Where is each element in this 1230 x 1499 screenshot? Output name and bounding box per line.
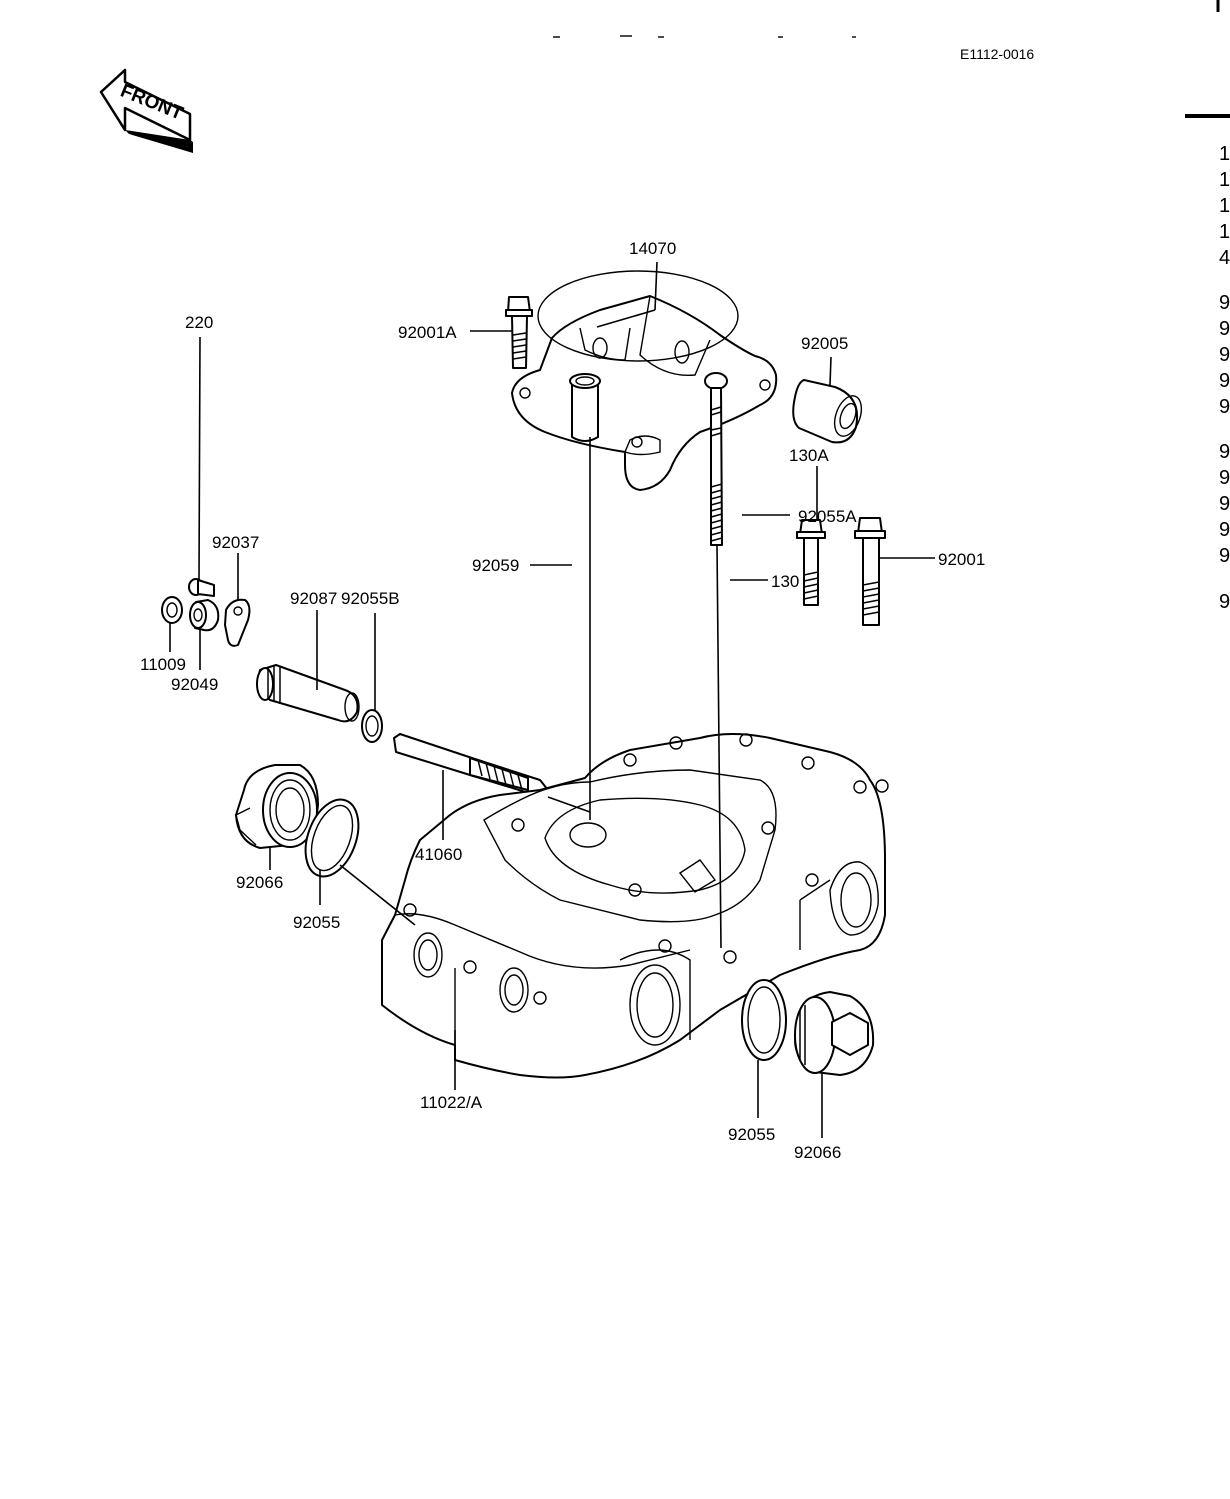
callout-92066-left: 92066 [236, 873, 283, 892]
margin-item: 9 [1219, 493, 1230, 515]
part-92055-oring-left [304, 798, 360, 878]
callout-130: 130 [771, 572, 799, 591]
margin-item: 9 [1219, 591, 1230, 613]
callout-92055-left: 92055 [293, 913, 340, 932]
part-92005-dowel [792, 379, 863, 444]
part-92055B-oring [361, 709, 383, 743]
callout-92037: 92037 [212, 533, 259, 552]
part-92055A-oring [537, 270, 739, 362]
margin-item: 9 [1219, 545, 1230, 567]
part-92055-oring-right [741, 979, 787, 1061]
callout-92055A: 92055A [798, 507, 857, 526]
margin-item: 1 [1219, 143, 1230, 165]
margin-item: 9 [1219, 467, 1230, 489]
document-code: E1112-0016 [960, 46, 1034, 62]
part-11022A-body [381, 733, 889, 1079]
callout-92005: 92005 [801, 334, 848, 353]
callout-92066-right: 92066 [794, 1143, 841, 1162]
front-arrow-icon: FRONT [99, 68, 193, 153]
margin-item: 9 [1219, 344, 1230, 366]
part-92001-bolt [854, 517, 886, 626]
margin-item: 9 [1219, 519, 1230, 541]
margin-item: 9 [1219, 396, 1230, 418]
margin-item: 4 [1219, 247, 1230, 269]
callout-92049: 92049 [171, 675, 218, 694]
part-92066-plug-right [794, 991, 875, 1076]
part-130-stud [704, 372, 728, 546]
part-92001A-bolt [505, 296, 533, 369]
margin-item: 9 [1219, 441, 1230, 463]
leader-lines [169, 261, 935, 1138]
part-92087-sleeve [256, 664, 360, 723]
margin-column: 1 1 1 1 4 9 9 9 9 9 9 9 9 9 9 9 [1219, 143, 1230, 613]
callout-92059: 92059 [472, 556, 519, 575]
margin-item: 1 [1219, 221, 1230, 243]
callout-11022A: 11022/A [420, 1093, 483, 1112]
part-92049-bush [189, 599, 220, 632]
margin-item: 9 [1219, 292, 1230, 314]
callout-41060: 41060 [415, 845, 462, 864]
callout-92001: 92001 [938, 550, 985, 569]
part-220-screw [188, 578, 215, 597]
callout-92087: 92087 [290, 589, 337, 608]
margin-item: 9 [1219, 370, 1230, 392]
margin-item: 9 [1219, 318, 1230, 340]
callout-92055-right: 92055 [728, 1125, 775, 1144]
callout-130A: 130A [789, 446, 829, 465]
scan-marks [553, 0, 1230, 118]
callout-labels: 14070 92001A 92005 92055A 220 92037 9208… [140, 239, 985, 1162]
part-92066-plug-left [235, 764, 319, 849]
callout-92055B: 92055B [341, 589, 400, 608]
margin-item: 1 [1219, 195, 1230, 217]
part-92059-tube [569, 373, 601, 442]
margin-item: 1 [1219, 169, 1230, 191]
callout-14070: 14070 [629, 239, 676, 258]
part-41060-shaft [393, 733, 554, 799]
callout-220: 220 [185, 313, 213, 332]
part-92037-clamp [224, 598, 251, 647]
callout-92001A: 92001A [398, 323, 457, 342]
part-130A-bolt [796, 519, 826, 606]
part-11009-washer [161, 596, 183, 624]
callout-11009: 11009 [140, 655, 186, 674]
